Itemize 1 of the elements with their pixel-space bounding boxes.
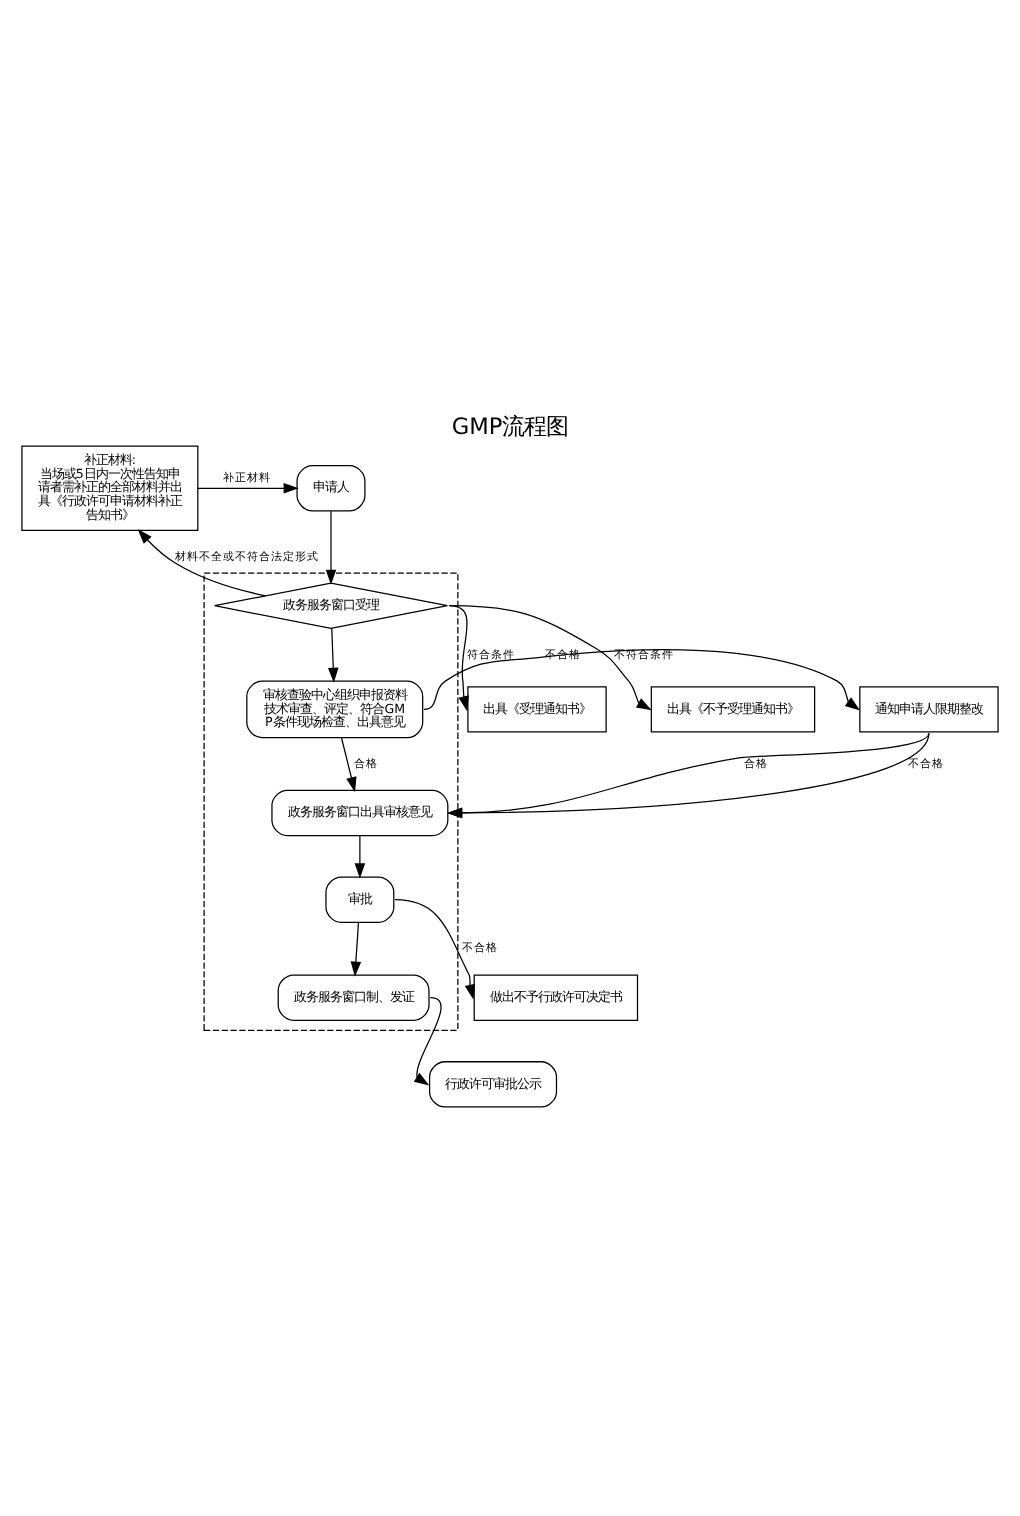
diagram-title: GMP流程图 (451, 413, 569, 440)
